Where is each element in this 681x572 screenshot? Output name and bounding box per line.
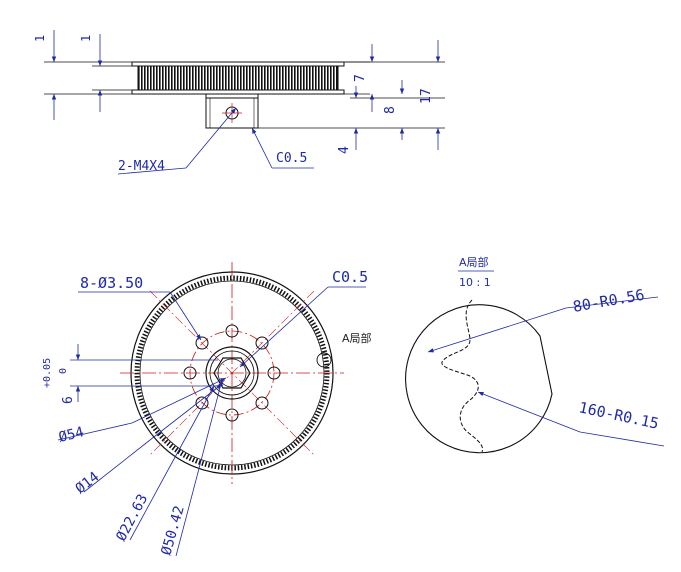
dim-top-left-1b: 1	[79, 35, 93, 42]
detail-view: A局部 10 : 1 80-R0.56 160-R0.15	[405, 255, 665, 454]
leader-line	[477, 391, 581, 433]
leader-line	[195, 379, 223, 481]
leader-line	[149, 383, 223, 441]
leader-line	[129, 469, 169, 541]
leader-line	[427, 307, 567, 353]
centerline-diagonal	[149, 290, 315, 456]
mounting-hole	[267, 366, 281, 380]
dim-right-4: 4	[337, 146, 352, 154]
front-view: A局部 8-Ø3.50 C0.5 6 +0.05 0 Ø54 Ø14 Ø22.6…	[42, 262, 372, 557]
detail-a-marker	[316, 352, 332, 368]
dim-right-17: 17	[419, 88, 434, 104]
leader-line	[57, 422, 133, 441]
bolt-circle	[189, 330, 275, 416]
leader-line	[131, 377, 227, 424]
leader-line	[169, 291, 202, 341]
leader-line	[185, 107, 237, 169]
leader-line	[117, 167, 187, 175]
pulley-teeth	[137, 65, 339, 91]
leader-line	[251, 127, 273, 169]
mounting-hole	[255, 396, 269, 410]
dim-top-left-1: 1	[33, 35, 47, 42]
leader-line	[175, 479, 197, 557]
mounting-hole	[195, 336, 209, 350]
mounting-hole	[225, 324, 239, 338]
dim-d50: Ø50.42	[158, 504, 187, 557]
side-view: 1 1 7 8 17 4 2-M4X4 C0.5	[33, 30, 445, 175]
top-flange	[131, 61, 345, 67]
bore-circle	[217, 358, 247, 388]
mounting-holes	[183, 324, 281, 422]
dim-bore-6: 6	[61, 396, 76, 404]
callout-r015: 160-R0.15	[577, 398, 660, 433]
leader-line	[83, 439, 151, 493]
leader-line	[579, 431, 665, 447]
dim-right-7: 7	[353, 74, 368, 82]
detail-scale: 10 : 1	[459, 276, 491, 289]
callout-screw: 2-M4X4	[118, 159, 165, 174]
callout-holes: 8-Ø3.50	[80, 274, 143, 292]
detail-outline	[405, 304, 553, 454]
dim-d54: Ø54	[57, 424, 85, 446]
mounting-hole	[195, 396, 209, 410]
hex-bore	[213, 357, 251, 389]
callout-r056: 80-R0.56	[572, 286, 646, 316]
detail-title: A局部	[459, 255, 489, 269]
mounting-hole	[225, 408, 239, 422]
dim-d14: Ø14	[73, 469, 103, 497]
bottom-flange	[131, 89, 345, 95]
dim-right-8: 8	[383, 106, 398, 114]
mounting-hole	[183, 366, 197, 380]
callout-chamfer-side: C0.5	[276, 151, 307, 166]
mounting-hole	[255, 336, 269, 350]
tooth-profile	[441, 299, 483, 453]
detail-a-reference: A局部	[342, 331, 372, 345]
hub-inner-circle	[209, 350, 255, 396]
callout-chamfer-front: C0.5	[332, 268, 368, 286]
leader-line	[565, 296, 659, 309]
leader-line	[167, 385, 215, 471]
dim-tol-zero: 0	[58, 368, 69, 374]
leader-line	[239, 286, 329, 368]
hub-circle	[205, 346, 259, 400]
dim-tol-plus: +0.05	[42, 358, 53, 388]
